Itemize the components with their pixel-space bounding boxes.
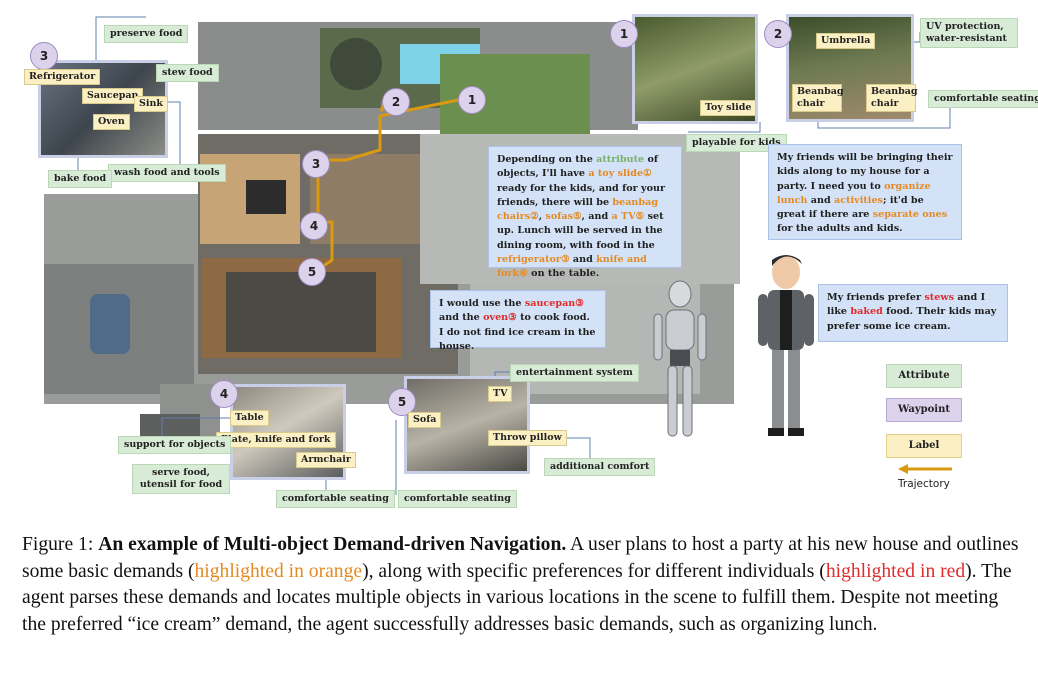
attr-bake-food: bake food [48,170,113,188]
waypoint-4-marker-panel: 4 [210,380,238,408]
label-refrigerator: Refrigerator [24,69,101,85]
attr-comfortable-seating-beanbag: comfortable seating [928,90,1038,108]
waypoint-4: 4 [300,212,328,240]
user-preference-bubble: My friends prefer stews and I like baked… [818,284,1008,342]
figure-caption: Figure 1: An example of Multi-object Dem… [22,534,1019,635]
label-table: Table [230,410,269,426]
waypoint-3: 3 [302,150,330,178]
attr-support-for-objects: support for objects [118,436,232,454]
label-throw-pillow: Throw pillow [488,430,567,446]
attr-comfortable-seating-armchair: comfortable seating [276,490,395,508]
label-armchair: Armchair [296,452,356,468]
attr-wash-food: wash food and tools [108,164,226,182]
waypoint-2: 2 [382,88,410,116]
user-illustration [758,255,814,436]
attr-playable-for-kids: playable for kids [686,134,787,152]
attr-uv-protection: UV protection, water-resistant [920,18,1018,48]
legend-label: Label [886,434,962,458]
label-tv: TV [488,386,513,402]
legend-attribute: Attribute [886,364,962,388]
label-umbrella: Umbrella [816,33,876,49]
label-beanbag-chair-2: Beanbag chair [866,84,918,112]
waypoint-5-marker-panel: 5 [388,388,416,416]
agent-plan-bubble: Depending on the attribute of objects, I… [488,146,682,279]
attr-comfortable-seating-sofa: comfortable seating [398,490,517,508]
attr-serve-food: serve food, utensil for food [132,464,230,494]
waypoint-1-marker-panel: 1 [610,20,638,48]
label-sink: Sink [134,96,168,112]
attr-additional-comfort: additional comfort [544,458,656,476]
attr-preserve-food: preserve food [104,25,189,43]
legend-trajectory-arrow [898,464,952,474]
label-oven: Oven [93,114,130,130]
attr-stew-food: stew food [156,64,219,82]
agent-cook-bubble: I would use the saucepan③ and the oven③ … [430,290,606,352]
waypoint-2-marker-panel: 2 [764,20,792,48]
waypoint-5: 5 [298,258,326,286]
attr-entertainment-system: entertainment system [510,364,639,382]
label-plate-knife-fork: Plate, knife and fork [216,432,336,448]
legend-trajectory-label: Trajectory [898,478,950,490]
label-toy-slide: Toy slide [700,100,757,116]
waypoint-1: 1 [458,86,486,114]
waypoint-3-marker-kitchen: 3 [30,42,58,70]
robot-illustration [653,280,707,437]
label-sofa: Sofa [408,412,442,428]
user-demand-bubble: My friends will be bringing their kids a… [768,144,962,240]
legend-waypoint: Waypoint [886,398,962,422]
label-beanbag-chair-1: Beanbag chair [792,84,844,112]
